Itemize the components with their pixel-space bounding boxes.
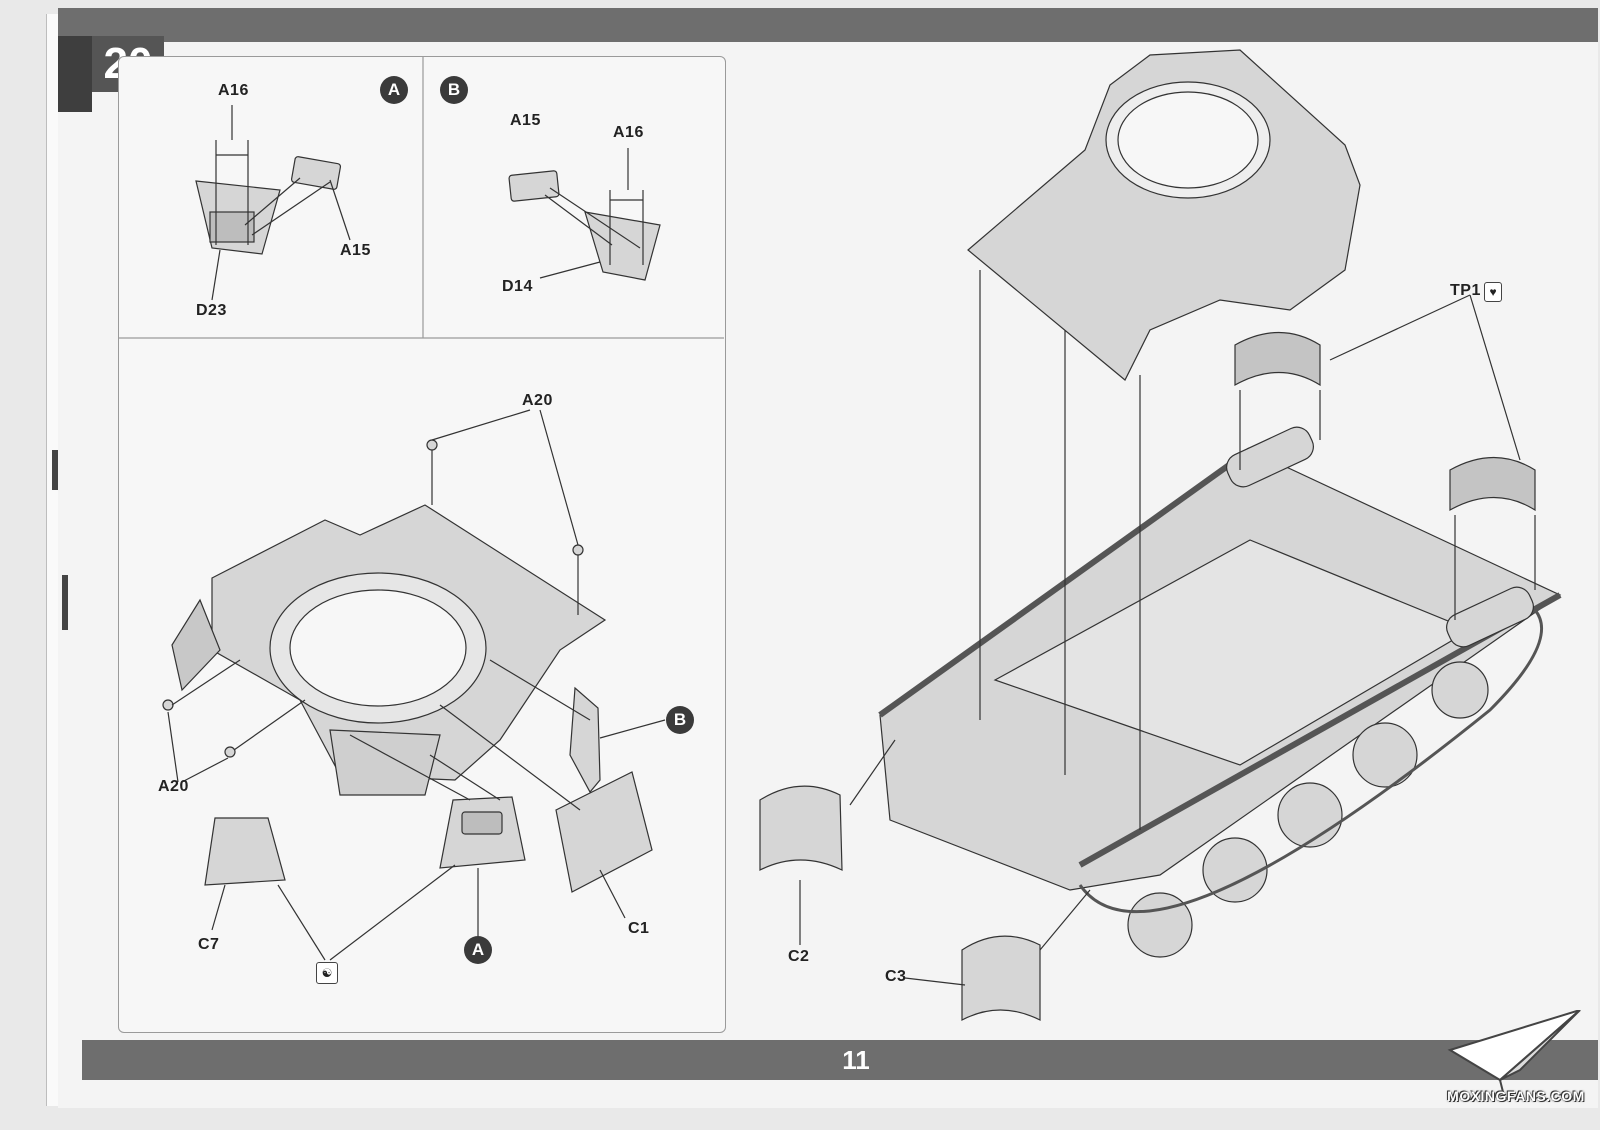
page-number: 11	[842, 1045, 870, 1075]
binding-mark	[52, 450, 58, 490]
step-tab	[58, 36, 92, 112]
bottom-bar	[82, 1040, 1598, 1080]
top-bar	[58, 8, 1598, 42]
part-label-d14: D14	[502, 278, 533, 295]
part-label-a20: A20	[158, 778, 189, 795]
binding-mark	[62, 575, 68, 630]
part-label-a15: A15	[510, 112, 541, 129]
part-label-c1: C1	[628, 920, 650, 937]
callout-a-badge: A	[464, 936, 492, 964]
turret-underside-drawing	[162, 409, 666, 961]
part-label-tp1: TP1	[1450, 282, 1481, 299]
part-label-c2: C2	[788, 948, 810, 965]
callout-a-badge: A	[380, 76, 408, 104]
inset-a-drawing	[195, 105, 351, 301]
callout-b-badge: B	[440, 76, 468, 104]
page-binding-edge	[46, 14, 61, 1106]
part-label-a16: A16	[613, 124, 644, 141]
callout-b-badge: B	[666, 706, 694, 734]
part-label-a20: A20	[522, 392, 553, 409]
part-label-c3: C3	[885, 968, 907, 985]
inset-b-drawing	[508, 148, 661, 281]
photo-etch-icon: ♥	[1484, 282, 1502, 302]
watermark-text: MOXINGFANS.COM	[1447, 1088, 1585, 1104]
paper-plane-logo-icon	[1447, 1010, 1581, 1101]
part-label-d23: D23	[196, 302, 227, 319]
paint-reference-icon: ☯	[316, 962, 338, 984]
hull-assembly-drawing	[759, 49, 1562, 1021]
part-label-a16: A16	[218, 82, 249, 99]
part-label-c7: C7	[198, 936, 220, 953]
part-label-a15: A15	[340, 242, 371, 259]
